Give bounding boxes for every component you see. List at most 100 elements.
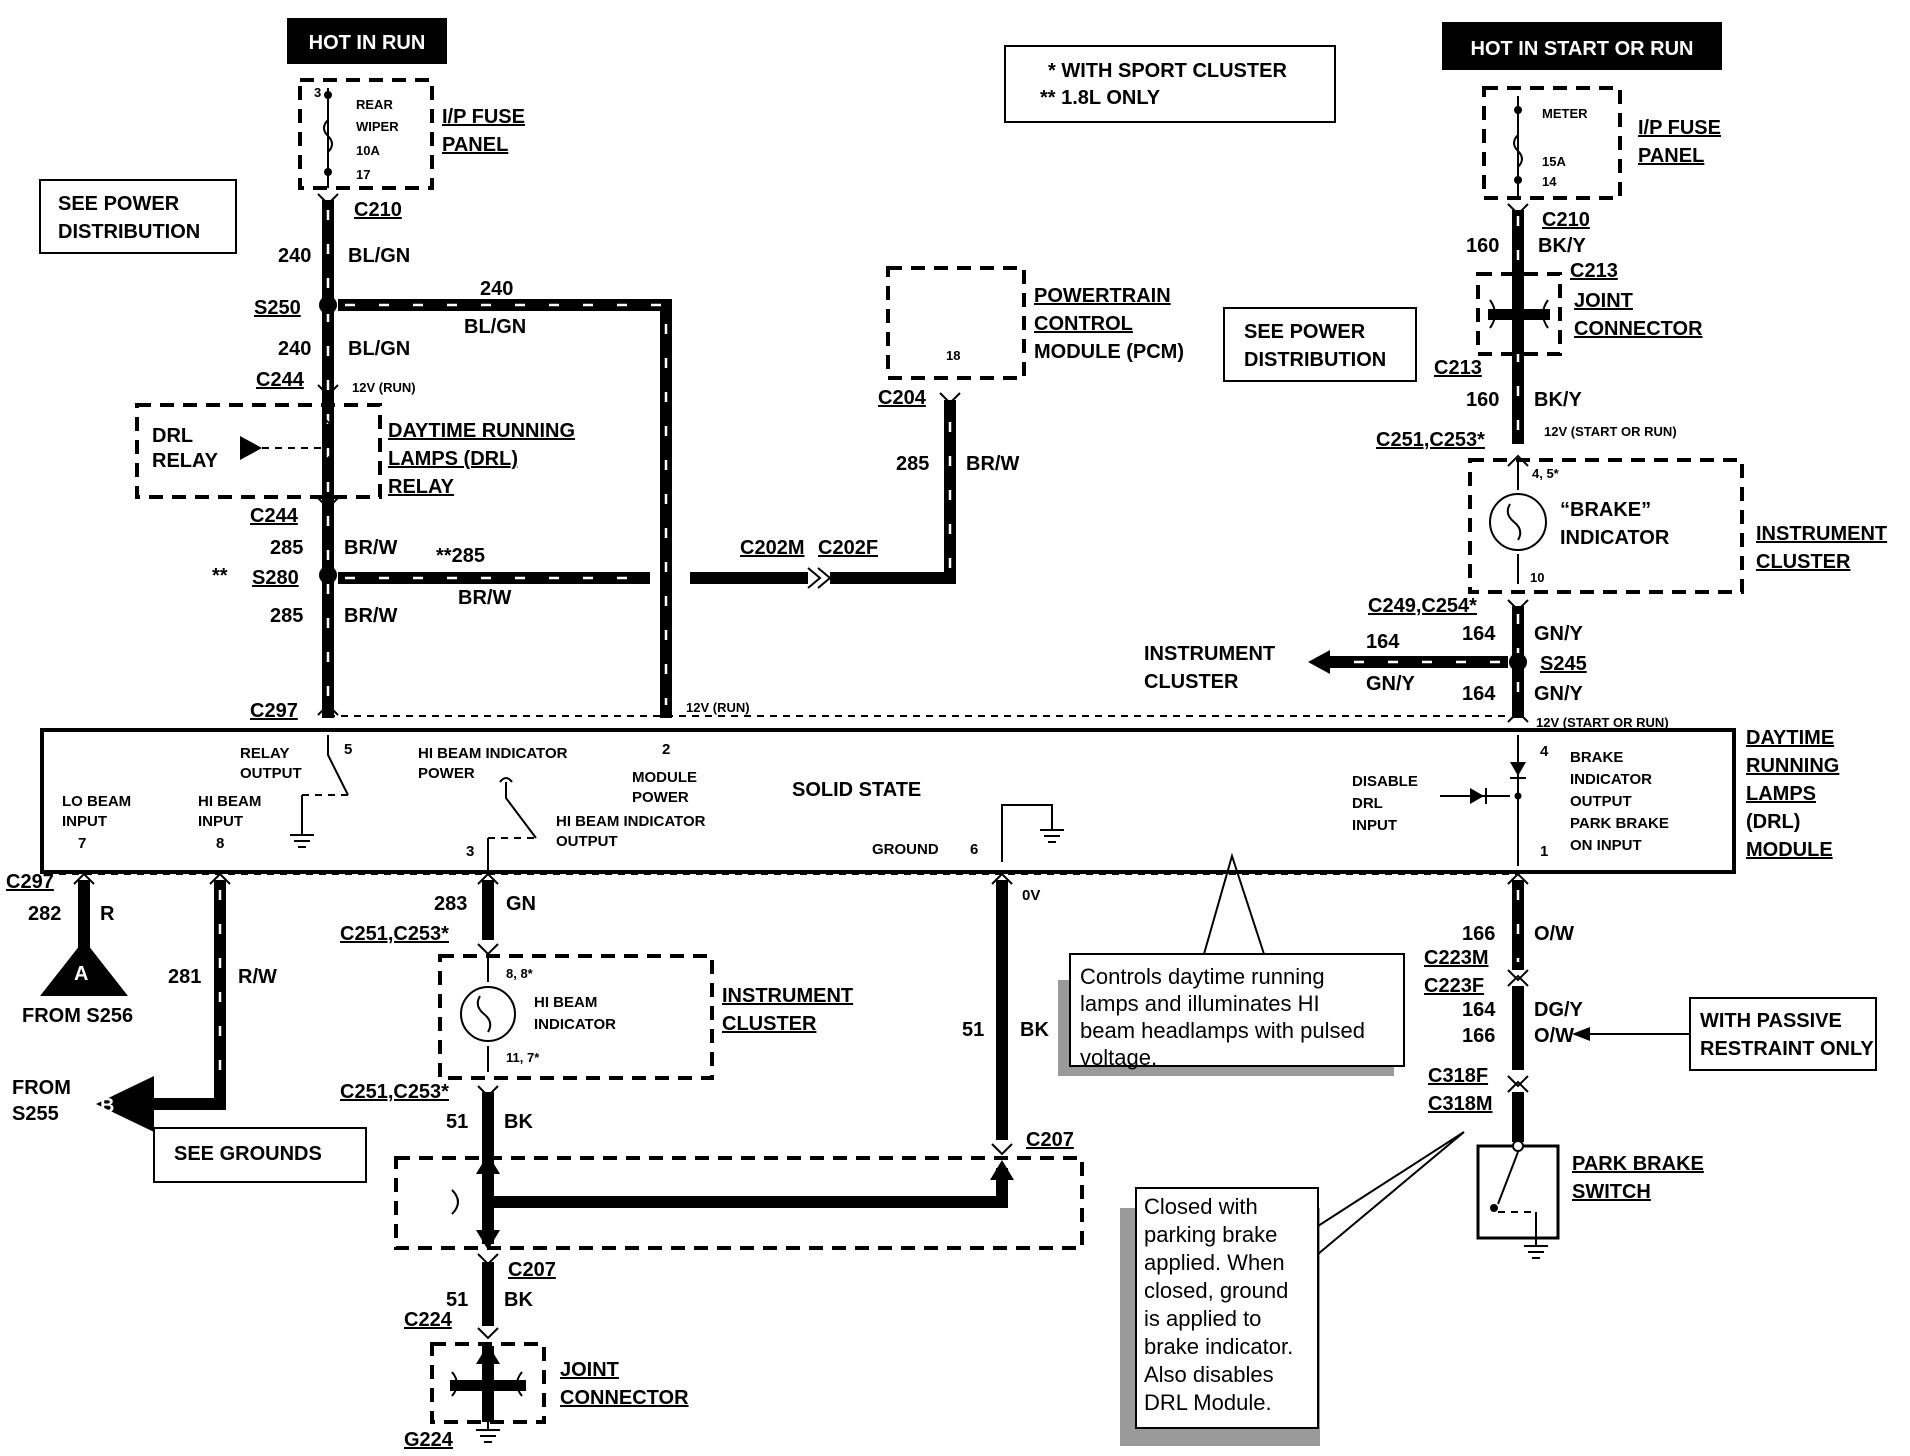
- instrument-cluster-brake-box: [1468, 458, 1744, 594]
- conn-c297-top: C297: [250, 700, 298, 722]
- pin-7: 7: [78, 835, 86, 852]
- instrument-cluster-bottom-1: INSTRUMENT: [722, 985, 853, 1007]
- zero-v: 0V: [1022, 887, 1040, 904]
- drl-relay-box-line2: RELAY: [152, 450, 219, 472]
- passive-restraint-1: WITH PASSIVE: [1700, 1010, 1842, 1032]
- wire-color-gny-a: GN/Y: [1534, 623, 1584, 645]
- park-brake-on-input-1: PARK BRAKE: [1570, 815, 1669, 832]
- pin-5: 5: [344, 741, 352, 758]
- conn-c244-bottom: C244: [250, 505, 299, 527]
- drl-module-label-4: (DRL): [1746, 811, 1800, 833]
- brake-ind-output-1: BRAKE: [1570, 749, 1623, 766]
- conn-c244-top: C244: [256, 369, 305, 391]
- closed-note-5: is applied to: [1144, 1306, 1261, 1331]
- closed-note-6: brake indicator.: [1144, 1334, 1293, 1359]
- closed-note-4: closed, ground: [1144, 1278, 1288, 1303]
- pin-4-5: 4, 5*: [1532, 466, 1560, 481]
- conn-c213-top: C213: [1570, 260, 1618, 282]
- conn-c297-bottom: C297: [6, 871, 54, 893]
- drl-relay-name-3: RELAY: [388, 476, 455, 498]
- hi-beam-indicator-2: INDICATOR: [534, 1016, 616, 1033]
- hi-beam-indicator-1: HI BEAM: [534, 994, 597, 1011]
- disable-drl-input-2: DRL: [1352, 795, 1383, 812]
- ip-fuse-panel-right-label2: PANEL: [1638, 145, 1704, 167]
- instrument-cluster-arrow-1: INSTRUMENT: [1144, 643, 1275, 665]
- see-power-right-2: DISTRIBUTION: [1244, 349, 1386, 371]
- controls-note-2: lamps and illuminates HI: [1080, 991, 1320, 1016]
- conn-c213-bottom: C213: [1434, 357, 1482, 379]
- wire-label-283: 283: [434, 893, 467, 915]
- ip-fuse-panel-right: [1482, 86, 1622, 200]
- see-grounds-text: SEE GROUNDS: [174, 1143, 322, 1165]
- fuse-left-line4: 17: [356, 167, 370, 182]
- conn-c210-left: C210: [354, 199, 402, 221]
- pcm-pin-18: 18: [946, 348, 960, 363]
- drl-relay-box-line1: DRL: [152, 425, 193, 447]
- joint-connector-right-2: CONNECTOR: [1574, 318, 1703, 340]
- closed-note-7: Also disables: [1144, 1362, 1274, 1387]
- disable-drl-input-3: INPUT: [1352, 817, 1397, 834]
- wire-color-bky-a: BK/Y: [1538, 235, 1586, 257]
- hi-beam-indicator-bulb: [460, 986, 516, 1042]
- conn-c223m: C223M: [1424, 947, 1488, 969]
- pin-1: 1: [1540, 843, 1548, 860]
- wire-label-285-branch: **285: [436, 545, 485, 567]
- fuse-left-pin3: 3: [314, 85, 321, 100]
- pin-3: 3: [466, 843, 474, 860]
- conn-c251-c253-right: C251,C253*: [1376, 429, 1485, 451]
- pcm-label-2: CONTROL: [1034, 313, 1133, 335]
- controls-note-box: [1069, 953, 1405, 1067]
- wire-color-brw-b: BR/W: [344, 605, 397, 627]
- conn-c318f: C318F: [1428, 1065, 1488, 1087]
- v12-run-mid: 12V (RUN): [686, 700, 750, 715]
- module-power-2: POWER: [632, 789, 689, 806]
- wire-label-240-a: 240: [278, 245, 311, 267]
- wire-color-ow-b: O/W: [1534, 1025, 1574, 1047]
- fuse-right-line2: 15A: [1542, 154, 1566, 169]
- hi-beam-ind-power-2: POWER: [418, 765, 475, 782]
- hi-beam-ind-power-1: HI BEAM INDICATOR: [418, 745, 568, 762]
- wire-label-285-a: 285: [270, 537, 303, 559]
- v12-start-run-bottom: 12V (START OR RUN): [1536, 715, 1669, 730]
- pin-8: 8: [216, 835, 224, 852]
- park-brake-switch-1: PARK BRAKE: [1572, 1153, 1704, 1175]
- instrument-cluster-right-1: INSTRUMENT: [1756, 523, 1887, 545]
- pin-6: 6: [970, 841, 978, 858]
- controls-note-3: beam headlamps with pulsed: [1080, 1018, 1365, 1043]
- legend-box: [1004, 45, 1336, 123]
- conn-c318m: C318M: [1428, 1093, 1492, 1115]
- conn-c202f: C202F: [818, 537, 878, 559]
- wire-label-160-a: 160: [1466, 235, 1499, 257]
- see-power-left-1: SEE POWER: [58, 193, 180, 215]
- hot-in-run-text: HOT IN RUN: [309, 32, 426, 54]
- wire-color-blgn-a: BL/GN: [348, 245, 410, 267]
- wire-color-blgn-branch: BL/GN: [464, 316, 526, 338]
- splice-s280: [319, 566, 337, 584]
- brake-ind-output-2: INDICATOR: [1570, 771, 1652, 788]
- instrument-cluster-bottom-2: CLUSTER: [722, 1013, 817, 1035]
- hot-in-start-or-run-header: [1442, 22, 1722, 70]
- ip-fuse-panel-left-label2: PANEL: [442, 134, 508, 156]
- wire-color-gn: GN: [506, 893, 536, 915]
- wire-label-51-a: 51: [446, 1111, 468, 1133]
- drl-relay-name-1: DAYTIME RUNNING: [388, 420, 575, 442]
- conn-c202m: C202M: [740, 537, 804, 559]
- controls-note-1: Controls daytime running: [1080, 964, 1325, 989]
- from-s255-2: S255: [12, 1103, 59, 1125]
- disable-drl-input-1: DISABLE: [1352, 773, 1418, 790]
- wire-color-brw-a: BR/W: [344, 537, 397, 559]
- see-power-left-2: DISTRIBUTION: [58, 221, 200, 243]
- drl-module-label-3: LAMPS: [1746, 783, 1816, 805]
- drl-module-label-2: RUNNING: [1746, 755, 1839, 777]
- wire-281: [152, 880, 226, 1110]
- wire-color-gny-c: GN/Y: [1366, 673, 1416, 695]
- conn-c204: C204: [878, 387, 927, 409]
- conn-c251-c253-hibeam-bottom: C251,C253*: [340, 1081, 449, 1103]
- joint-connector-bottom-2: CONNECTOR: [560, 1387, 689, 1409]
- brake-indicator-label-1: “BRAKE”: [1560, 499, 1651, 521]
- wire-color-bky-b: BK/Y: [1534, 389, 1582, 411]
- pin-11-7: 11, 7*: [506, 1050, 540, 1065]
- legend-18l: ** 1.8L ONLY: [1040, 87, 1161, 109]
- closed-note-2: parking brake: [1144, 1222, 1277, 1247]
- see-power-distribution-left: [39, 179, 237, 254]
